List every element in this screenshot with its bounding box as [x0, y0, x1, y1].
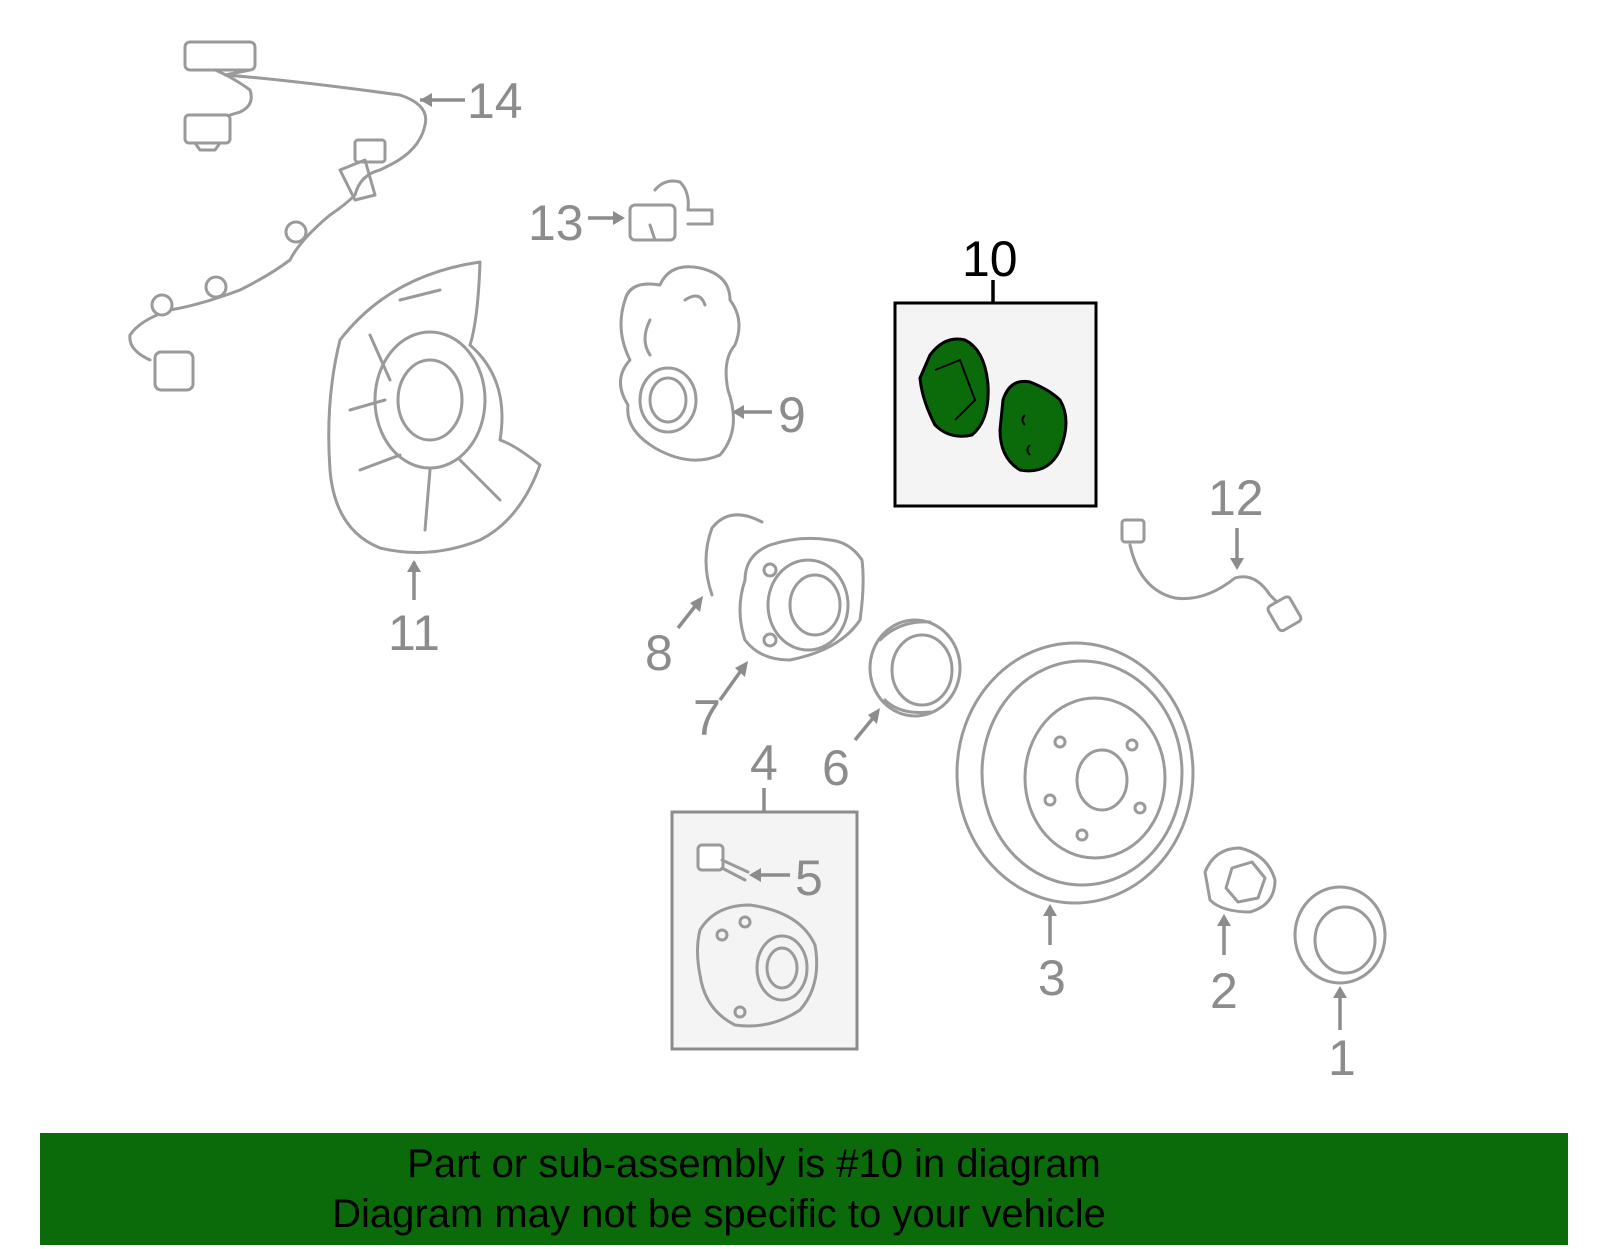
part-13-speed-sensor: [628, 179, 714, 242]
callout-2: 2: [1210, 963, 1238, 1019]
part-11-dust-shield: [327, 260, 542, 554]
callout-6: 6: [822, 740, 850, 796]
part-7-bearing-housing: [738, 536, 865, 662]
part-2-hub-nut: [1203, 846, 1277, 914]
callout-13: 13: [528, 195, 584, 251]
part-9-brake-caliper: [619, 265, 741, 462]
callout-12: 12: [1208, 470, 1264, 526]
part-12-brake-hose: [1120, 518, 1303, 633]
callout-1: 1: [1328, 1030, 1356, 1086]
part-3-brake-rotor: [955, 641, 1195, 905]
callout-11: 11: [388, 605, 440, 661]
part-5-hub-bolt: [696, 843, 750, 882]
part-6-oil-seal: [868, 618, 962, 718]
banner-line-1: Part or sub-assembly is #10 in diagram: [407, 1142, 1101, 1186]
callout-4: 4: [750, 735, 778, 791]
callout-7: 7: [693, 690, 721, 746]
banner-line-2: Diagram may not be specific to your vehi…: [332, 1192, 1106, 1236]
callout-8: 8: [645, 625, 673, 681]
part-14-abs-sensor-wire: [128, 40, 428, 392]
info-banner: Part or sub-assembly is #10 in diagram D…: [40, 1133, 1568, 1245]
callout-5: 5: [795, 850, 823, 906]
callout-3: 3: [1038, 950, 1066, 1006]
part-10-brake-pads: [893, 301, 1098, 508]
callout-9: 9: [778, 387, 806, 443]
callout-14: 14: [467, 73, 523, 129]
callout-10: 10: [962, 231, 1018, 287]
part-8-snap-ring: [704, 513, 764, 597]
part-1-grease-cap: [1293, 885, 1387, 985]
